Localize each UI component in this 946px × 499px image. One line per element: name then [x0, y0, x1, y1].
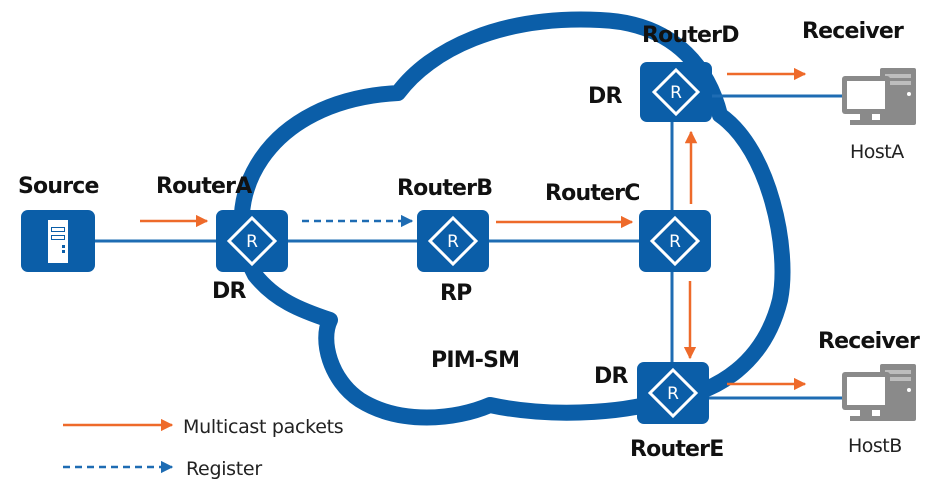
host-a[interactable]: [842, 68, 916, 125]
router-icon: R: [226, 215, 278, 267]
router-b-name: RouterB: [397, 176, 492, 201]
legend-multicast-label: Multicast packets: [183, 416, 343, 438]
router-d-role: DR: [588, 84, 622, 109]
router-icon: R: [649, 215, 701, 267]
links: [95, 94, 842, 400]
router-icon: R: [647, 367, 699, 419]
pc-icon: [842, 364, 916, 421]
router-c[interactable]: R: [639, 210, 711, 272]
router-icon: R: [651, 67, 701, 117]
host-a-role: Receiver: [802, 19, 904, 44]
svg-text:R: R: [667, 384, 679, 404]
router-e[interactable]: R: [637, 362, 709, 424]
pim-sm-domain-cloud: [233, 11, 791, 426]
router-c-name: RouterC: [545, 181, 640, 206]
svg-text:R: R: [246, 232, 258, 252]
host-b[interactable]: [842, 364, 916, 421]
legend-register-label: Register: [186, 458, 262, 480]
router-e-name: RouterE: [630, 437, 723, 462]
router-e-role: DR: [594, 364, 628, 389]
flow-arrows: [140, 67, 807, 391]
router-d-name: RouterD: [642, 23, 739, 48]
router-d[interactable]: R: [640, 62, 712, 122]
host-a-name: HostA: [850, 141, 904, 163]
server-icon: [48, 220, 68, 263]
svg-text:R: R: [447, 232, 459, 252]
router-a-role: DR: [212, 279, 246, 304]
router-icon: R: [427, 215, 479, 267]
host-b-role: Receiver: [818, 329, 920, 354]
svg-text:R: R: [669, 232, 681, 252]
router-b-role: RP: [440, 281, 472, 306]
source-label: Source: [18, 174, 99, 199]
host-b-name: HostB: [848, 435, 902, 457]
router-b[interactable]: R: [417, 210, 489, 272]
source-server[interactable]: [21, 210, 95, 272]
svg-text:R: R: [670, 83, 682, 103]
router-a[interactable]: R: [216, 210, 288, 272]
legend: Multicast packets Register: [63, 416, 344, 480]
domain-label: PIM-SM: [431, 348, 519, 373]
pc-icon: [842, 68, 916, 125]
router-a-name: RouterA: [156, 174, 252, 199]
